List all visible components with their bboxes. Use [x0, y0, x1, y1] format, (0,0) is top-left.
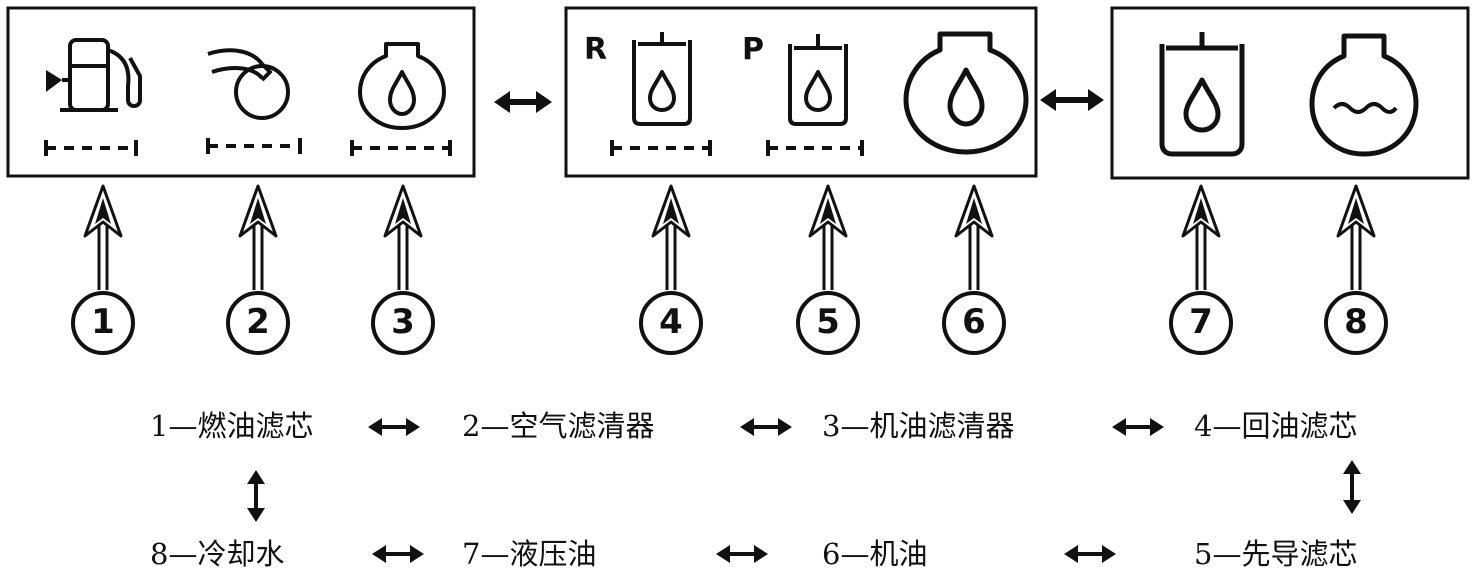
callout-circle-8: [1324, 291, 1388, 355]
air-cleaner-icon: [207, 48, 290, 120]
engine-oil-icon: [903, 31, 1029, 155]
legend-item-2: 2—空气滤清器: [462, 409, 655, 443]
legend-item-1: 1—燃油滤芯: [150, 409, 314, 443]
legend-item-5: 5—先导滤芯: [1194, 537, 1358, 571]
callout-arrow-5: [808, 184, 848, 290]
callout-circle-3: [371, 291, 435, 355]
oil-filter-icon: [358, 42, 446, 130]
pilot-filter-icon: [788, 34, 848, 126]
callout-arrow-6: [954, 184, 994, 290]
coolant-icon: [1309, 33, 1419, 157]
callout-circle-4: [639, 291, 703, 355]
callout-circle-2: [226, 291, 290, 355]
callout-circle-7: [1169, 291, 1233, 355]
callout-circle-6: [942, 291, 1006, 355]
callout-circle-1: [71, 291, 135, 355]
panel-1: [6, 6, 476, 178]
legend-arrow: [1343, 460, 1361, 514]
callout-arrow-3: [383, 184, 423, 290]
callout-number-7: 7: [1189, 302, 1213, 342]
panel-connector-arrow: [1040, 89, 1104, 111]
callout-arrow-1: [83, 184, 123, 290]
callout-number-4: 4: [659, 302, 683, 342]
legend-arrow: [740, 418, 792, 436]
callout-circles: [71, 291, 1388, 355]
gauge-scale-5: [766, 140, 864, 156]
panel-connector-arrow: [494, 91, 552, 113]
legend-arrow: [1064, 545, 1116, 563]
callout-number-1: 1: [91, 302, 115, 342]
legend-item-4: 4—回油滤芯: [1194, 409, 1358, 443]
callout-number-8: 8: [1344, 302, 1368, 342]
callout-arrows: [83, 184, 1376, 290]
callout-number-3: 3: [391, 302, 415, 342]
letter-p: P: [742, 32, 764, 67]
gauge-scale-1: [44, 140, 138, 156]
legend-item-6: 6—机油: [822, 537, 928, 571]
callout-number-5: 5: [816, 302, 840, 342]
callout-arrow-2: [238, 184, 278, 290]
callout-circle-5: [796, 291, 860, 355]
legend-arrow: [1112, 418, 1164, 436]
callout-number-6: 6: [962, 302, 986, 342]
panel-3: [1110, 6, 1470, 180]
callout-number-2: 2: [246, 302, 270, 342]
panel-2: [564, 6, 1038, 178]
legend-item-7: 7—液压油: [462, 537, 597, 571]
legend-arrow: [372, 545, 424, 563]
letter-r: R: [584, 32, 608, 67]
callout-arrow-4: [651, 184, 691, 290]
legend-arrow: [368, 418, 420, 436]
legend-arrow: [716, 545, 768, 563]
legend-item-3: 3—机油滤清器: [822, 409, 1015, 443]
gauge-scale-3: [350, 140, 452, 156]
fuel-filter-icon: [46, 38, 142, 112]
gauge-scale-4: [610, 140, 712, 156]
callout-arrow-8: [1336, 184, 1376, 290]
gauge-scale-2: [206, 138, 302, 154]
legend-item-8: 8—冷却水: [150, 537, 285, 571]
hydraulic-oil-icon: [1159, 32, 1245, 157]
callout-arrow-7: [1181, 184, 1221, 290]
return-oil-filter-icon: [632, 32, 692, 126]
legend-arrow: [247, 470, 265, 522]
